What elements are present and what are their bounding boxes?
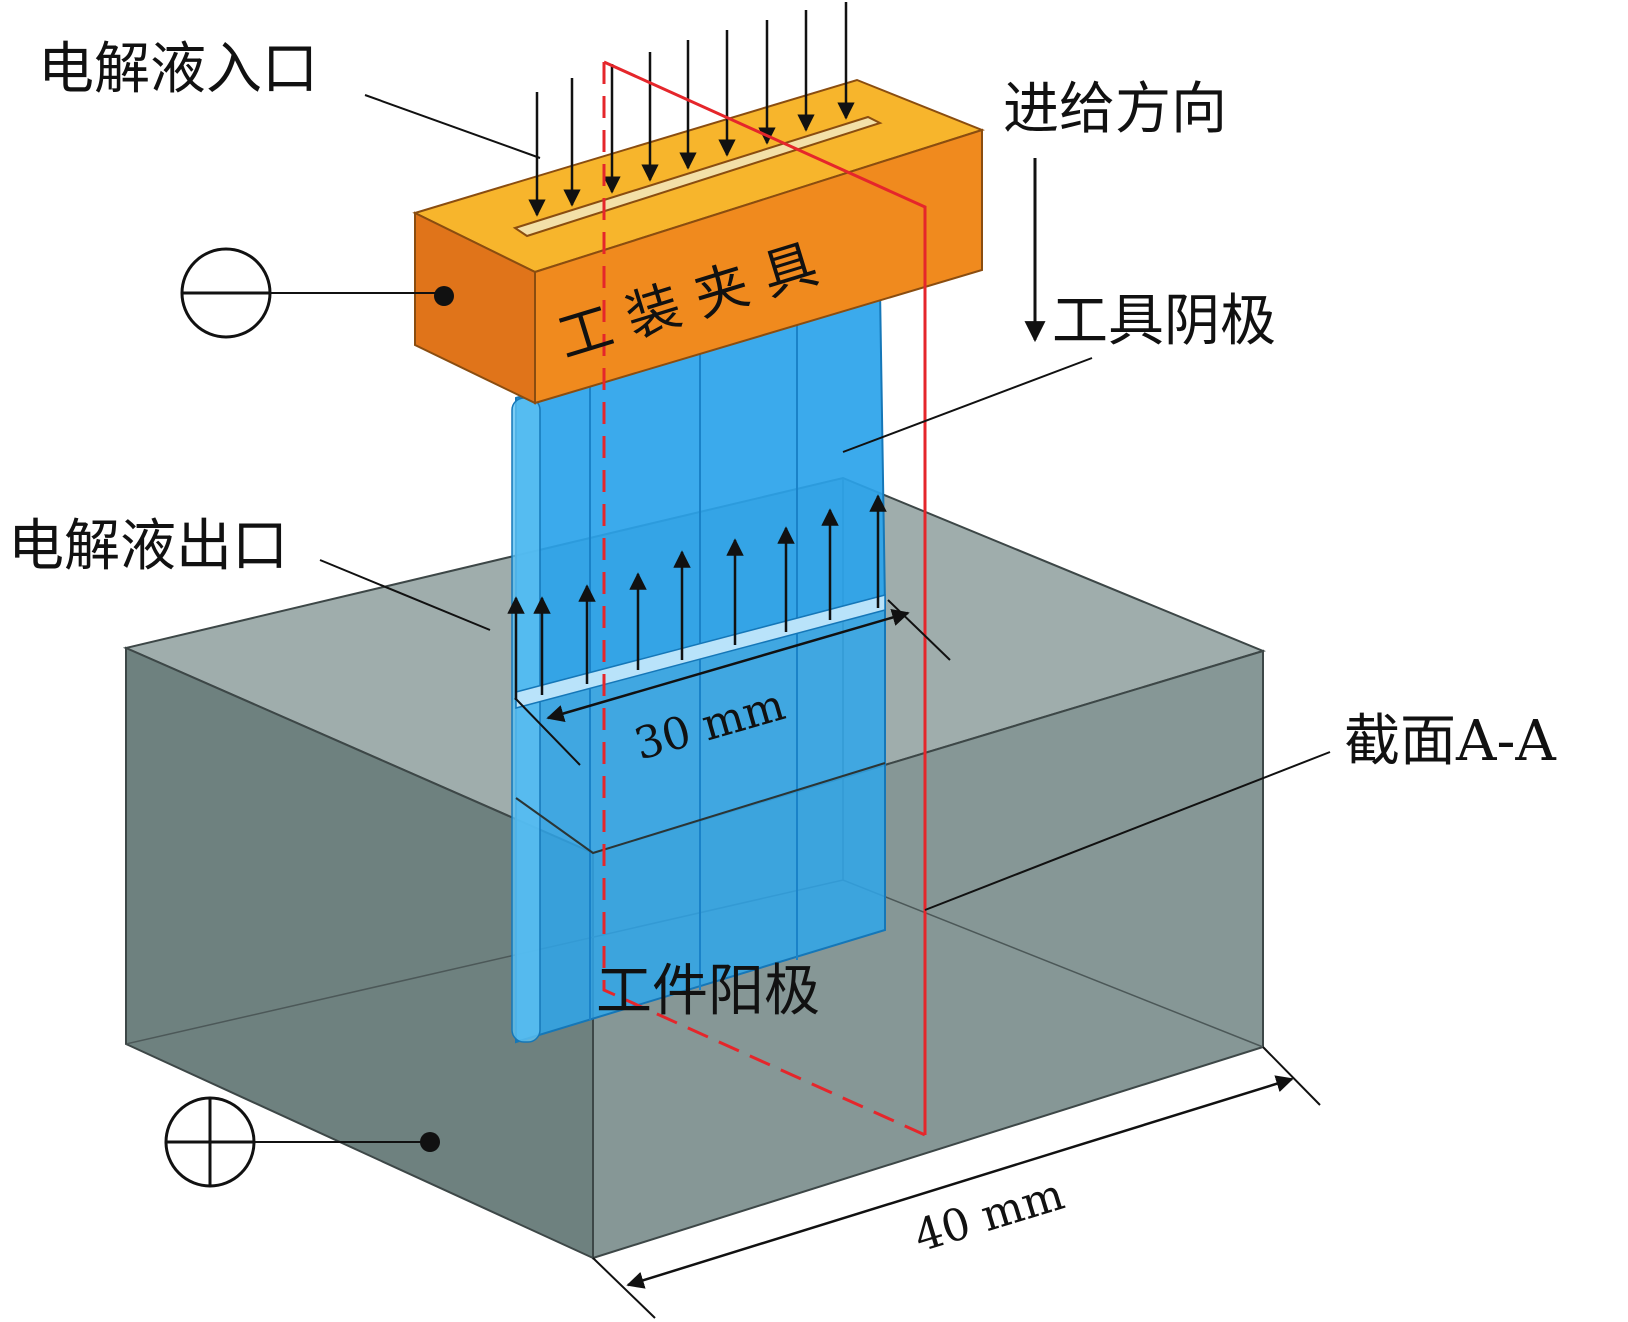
- electrolyte-outlet-label: 电解液出口: [8, 514, 288, 579]
- tool-cathode-label: 工具阴极: [1052, 289, 1276, 354]
- section-aa-label: 截面A-A: [1344, 709, 1556, 774]
- inlet-flow-arrows: [528, 2, 855, 217]
- tool-cathode: [511, 288, 887, 1044]
- section-plane-solid: [603, 60, 927, 1135]
- leader-section-aa: [924, 751, 1331, 911]
- workpiece-anode-label: 工件阳极: [596, 959, 820, 1024]
- dimension-40-label: 40 mm: [908, 1169, 1070, 1263]
- connection-dot: [420, 1132, 440, 1152]
- fixture: [412, 78, 985, 405]
- leader-inlet: [364, 94, 541, 159]
- feed-direction-label: 进给方向: [1003, 77, 1227, 142]
- leader-lines: [319, 94, 1331, 911]
- positive-terminal: [164, 1096, 440, 1188]
- leader-outlet: [319, 559, 491, 631]
- connection-dot: [434, 286, 454, 306]
- fixture-side-face: [414, 211, 536, 405]
- electrolyte-inlet-label: 电解液入口: [38, 37, 318, 102]
- leader-tool-cathode: [842, 357, 1093, 453]
- negative-terminal: [180, 247, 454, 339]
